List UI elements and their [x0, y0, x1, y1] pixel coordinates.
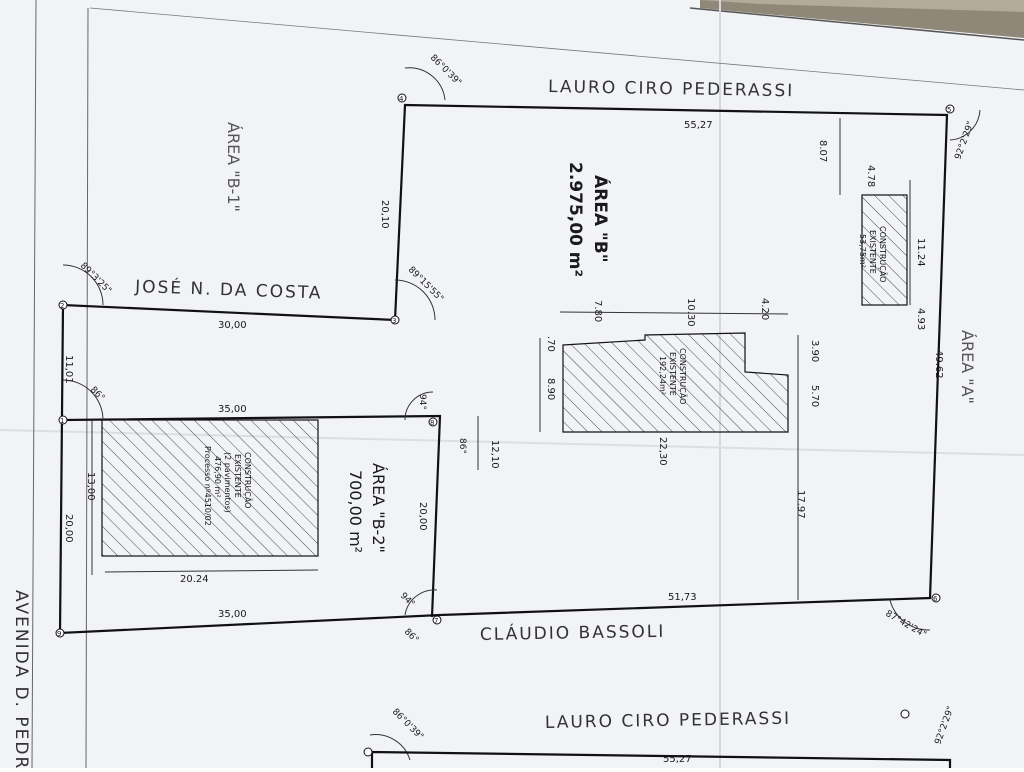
area-b2-boundary: [62, 414, 442, 618]
existing-construction-3: [101, 419, 319, 557]
vertex-markers: 9 1 2 3 4 5 6 7 8: [55, 93, 955, 638]
street-north-repeat: LAURO CIRO PEDERASSI: [545, 709, 791, 733]
existing-construction-2: [562, 332, 789, 433]
svg-text:Processo nº4510/02: Processo nº4510/02: [203, 446, 212, 526]
avenue-line: [31, 0, 37, 769]
existing-construction-1: [861, 194, 908, 306]
svg-text:CONSTRUÇÃO: CONSTRUÇÃO: [678, 348, 688, 404]
angle-label: 86°: [457, 438, 467, 454]
svg-text:3: 3: [392, 317, 396, 325]
dim-label: 17.97: [795, 490, 806, 519]
wallpaper-pattern: [700, 0, 1024, 12]
dim-label: 5.70: [809, 385, 820, 407]
vertex-marker: [900, 709, 910, 719]
dim-label: 49.62: [933, 350, 944, 379]
svg-text:(2 pavimentos): (2 pavimentos): [223, 452, 232, 513]
dim-label: 4.20: [759, 298, 770, 320]
dimension-lines: [91, 118, 911, 600]
repeated-plan-outline: [370, 750, 952, 768]
construction-2-label: CONSTRUÇÃO EXISTENTE 192,24m²: [658, 348, 688, 404]
construction-3-label: CONSTRUÇÃO EXISTENTE (2 pavimentos) 476,…: [203, 446, 253, 526]
dim-label: .70: [545, 336, 556, 352]
dim-label: 13,00: [85, 472, 96, 501]
svg-text:EXISTENTE: EXISTENTE: [233, 454, 242, 498]
svg-text:9: 9: [57, 630, 61, 638]
svg-text:8: 8: [430, 419, 434, 427]
dim-label: 10.30: [685, 298, 696, 327]
dim-label: 4.93: [915, 308, 926, 330]
svg-text:EXISTENTE: EXISTENTE: [868, 230, 877, 274]
vertex-marker: [363, 747, 373, 757]
sheet-border: [89, 7, 1024, 91]
svg-text:5: 5: [947, 106, 951, 114]
dim-label: 35,00: [218, 404, 247, 415]
dim-label: 51,73: [668, 592, 697, 603]
angle-label: 94°: [417, 394, 427, 410]
svg-text:192,24m²: 192,24m²: [658, 356, 667, 395]
svg-text:2: 2: [60, 302, 64, 310]
dim-label: 20,00: [63, 514, 74, 543]
svg-text:4: 4: [399, 95, 404, 103]
dim-label: 55,27: [684, 120, 713, 131]
dim-label: 7.80: [592, 300, 603, 322]
svg-text:CONSTRUÇÃO: CONSTRUÇÃO: [878, 226, 888, 282]
svg-text:1: 1: [60, 417, 64, 425]
area-b-value: 2.975,00 m²: [565, 162, 585, 277]
paper-edge: [689, 7, 1024, 41]
area-b-title: ÁREA "B": [590, 175, 612, 263]
svg-text:7: 7: [434, 617, 438, 625]
dim-label: 35,00: [218, 609, 247, 620]
dim-label: 11,01: [63, 355, 74, 384]
street-south: CLÁUDIO BASSOLI: [480, 620, 666, 645]
dim-label: 55,27: [663, 754, 692, 765]
street-north: LAURO CIRO PEDERASSI: [548, 77, 794, 101]
lot-outline: [58, 103, 949, 635]
avenue-label: AVENIDA D. PEDRO II: [11, 590, 31, 768]
dim-label: 20,10: [379, 200, 390, 229]
area-b2-title: ÁREA "B-2": [369, 463, 388, 553]
angle-arcs: [62, 67, 981, 761]
area-a-label: ÁREA "A": [958, 330, 977, 404]
dim-label: 8.90: [545, 378, 556, 400]
svg-text:53,75m²: 53,75m²: [858, 234, 867, 268]
svg-text:476,90 m²: 476,90 m²: [213, 456, 222, 498]
area-b1-label: ÁREA "B-1": [224, 122, 243, 212]
area-b2-value: 700,00 m²: [346, 470, 365, 553]
svg-text:EXISTENTE: EXISTENTE: [668, 352, 677, 396]
dim-label: 11.24: [915, 238, 926, 267]
dim-label: 22,30: [657, 437, 668, 466]
dim-label: 4.78: [865, 165, 876, 187]
dim-label: 3.90: [809, 340, 820, 362]
dim-label: 20,00: [417, 502, 428, 531]
dim-label: 30,00: [218, 320, 247, 331]
dim-label: 20.24: [180, 574, 209, 585]
svg-text:6: 6: [933, 595, 938, 603]
dim-label: 12,10: [489, 440, 500, 469]
dim-label: 8.07: [817, 140, 828, 162]
construction-1-label: CONSTRUÇÃO EXISTENTE 53,75m²: [858, 226, 888, 282]
svg-text:CONSTRUÇÃO: CONSTRUÇÃO: [243, 452, 253, 508]
